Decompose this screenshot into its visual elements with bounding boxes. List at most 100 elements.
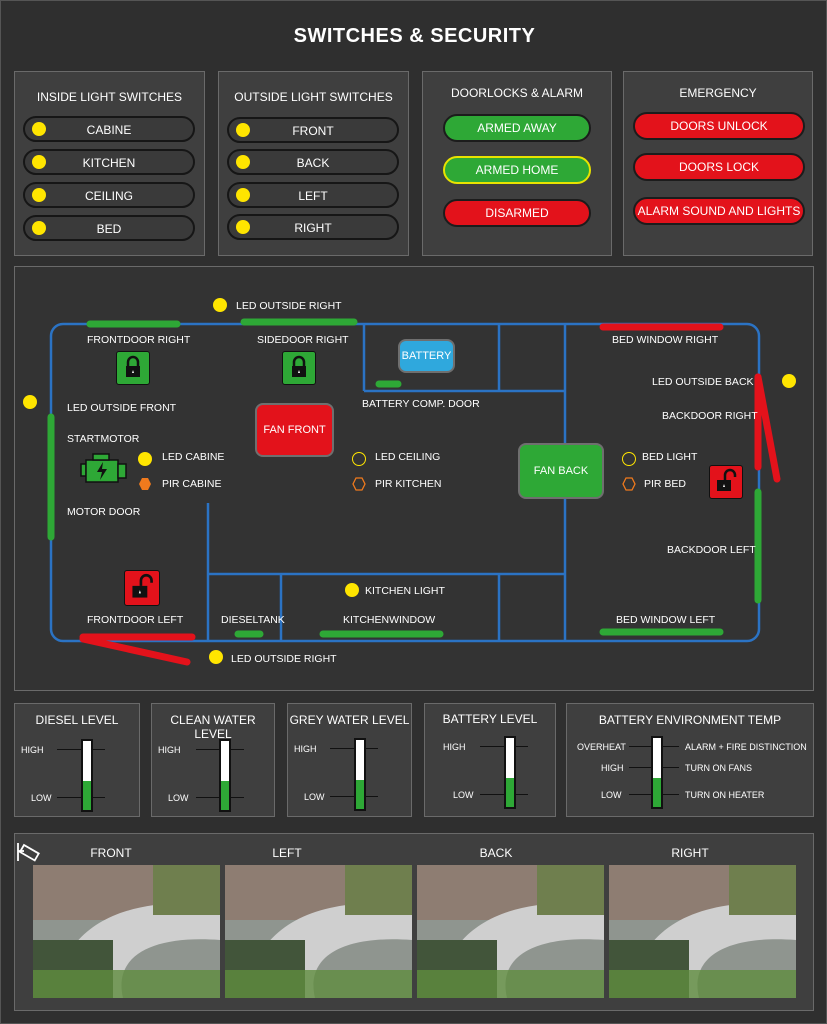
pir-cabine-label: PIR CABINE (162, 478, 222, 490)
alarm-sound-lights-button[interactable]: ALARM SOUND AND LIGHTS (633, 197, 805, 225)
pir-bed-icon (622, 477, 636, 491)
engine-icon[interactable] (79, 452, 129, 486)
doorlocks-title: DOORLOCKS & ALARM (450, 86, 584, 100)
low-label: LOW (168, 793, 189, 803)
doors-unlock-button[interactable]: DOORS UNLOCK (633, 112, 805, 140)
page-title: SWITCHES & SECURITY (293, 25, 536, 47)
frontdoor-right-lock-icon[interactable] (116, 351, 150, 385)
switch-label: LEFT (298, 189, 328, 203)
disarmed-button[interactable]: DISARMED (443, 199, 591, 227)
grey-water-level-title: GREY WATER LEVEL (289, 713, 410, 727)
floor-plan-walls (47, 318, 781, 666)
camera-back-feed[interactable] (417, 865, 604, 998)
switch-back[interactable]: BACK (227, 149, 399, 175)
switch-label: RIGHT (294, 221, 332, 235)
diesel-level-panel: DIESEL LEVEL HIGH LOW (14, 703, 140, 817)
high-label: HIGH (294, 744, 317, 754)
frontdoor-left-label: FRONTDOOR LEFT (87, 614, 184, 626)
light-on-indicator (236, 220, 250, 234)
light-on-indicator (236, 123, 250, 137)
led-outside-right-top-label: LED OUTSIDE RIGHT (236, 300, 342, 312)
battery-level-gauge (504, 736, 516, 809)
led-outside-front-indicator (23, 395, 37, 409)
inside-light-panel: INSIDE LIGHT SWITCHES CABINE KITCHEN CEI… (14, 71, 205, 256)
kitchen-light-label: KITCHEN LIGHT (365, 585, 445, 597)
doorlocks-panel: DOORLOCKS & ALARM ARMED AWAY ARMED HOME … (422, 71, 612, 256)
led-ceiling-indicator (352, 452, 366, 466)
grey-water-level-panel: GREY WATER LEVEL HIGH LOW (287, 703, 412, 817)
camera-left-feed[interactable] (225, 865, 412, 998)
turn-on-fans-label: TURN ON FANS (685, 763, 753, 773)
camera-back-label: BACK (479, 846, 513, 860)
switch-left[interactable]: LEFT (227, 182, 399, 208)
light-on-indicator (32, 221, 46, 235)
frontdoor-left-lock-icon[interactable] (124, 570, 160, 606)
led-ceiling-label: LED CEILING (375, 451, 441, 463)
bed-light-indicator (622, 452, 636, 466)
battery-level-title: BATTERY LEVEL (442, 712, 538, 726)
led-cabine-indicator (138, 452, 152, 466)
alarm-fire-label: ALARM + FIRE DISTINCTION (685, 742, 807, 752)
battery-comp-door-label: BATTERY COMP. DOOR (362, 398, 480, 410)
armed-away-button[interactable]: ARMED AWAY (443, 114, 591, 142)
sidedoor-right-lock-icon[interactable] (282, 351, 316, 385)
high-label: HIGH (443, 742, 466, 752)
camera-front-feed[interactable] (33, 865, 220, 998)
dieseltank-label: DIESELTANK (221, 614, 285, 626)
low-label: LOW (304, 792, 325, 802)
battery-level-panel: BATTERY LEVEL HIGH LOW (424, 703, 556, 817)
led-outside-right-top-indicator (213, 298, 227, 312)
switch-bed[interactable]: BED (23, 215, 195, 241)
fan-back-button[interactable]: FAN BACK (518, 443, 604, 499)
emergency-panel: EMERGENCY DOORS UNLOCK DOORS LOCK ALARM … (623, 71, 813, 256)
led-outside-right-bottom-indicator (209, 650, 223, 664)
led-outside-back-label: LED OUTSIDE BACK (652, 376, 754, 388)
switch-kitchen[interactable]: KITCHEN (23, 149, 195, 175)
armed-home-button[interactable]: ARMED HOME (443, 156, 591, 184)
level-fill (83, 781, 91, 810)
camera-front-label: FRONT (90, 846, 132, 860)
clean-water-level-gauge (219, 739, 231, 812)
outside-light-panel: OUTSIDE LIGHT SWITCHES FRONT BACK LEFT R… (218, 71, 409, 256)
clean-water-level-title: CLEAN WATER LEVEL (170, 713, 256, 741)
light-on-indicator (236, 155, 250, 169)
level-fill (653, 778, 661, 807)
light-on-indicator (32, 188, 46, 202)
switch-right[interactable]: RIGHT (227, 214, 399, 240)
battery-temp-gauge (651, 736, 663, 809)
fan-front-button[interactable]: FAN FRONT (255, 403, 334, 457)
switch-label: CEILING (84, 189, 133, 203)
startmotor-label: STARTMOTOR (67, 433, 140, 445)
camera-right-feed[interactable] (609, 865, 796, 998)
low-label: LOW (31, 793, 52, 803)
switch-front[interactable]: FRONT (227, 117, 399, 143)
switch-label: BED (96, 222, 122, 236)
emergency-title: EMERGENCY (679, 86, 757, 100)
light-on-indicator (32, 122, 46, 136)
bed-window-left-label: BED WINDOW LEFT (616, 614, 716, 626)
high-label: HIGH (158, 745, 181, 755)
led-cabine-label: LED CABINE (162, 451, 225, 463)
high-label: HIGH (601, 763, 624, 773)
switch-cabine[interactable]: CABINE (23, 116, 195, 142)
led-outside-right-bottom-label: LED OUTSIDE RIGHT (231, 653, 337, 665)
frontdoor-right-label: FRONTDOOR RIGHT (87, 334, 191, 346)
overheat-label: OVERHEAT (577, 742, 626, 752)
cctv-camera-icon (15, 839, 45, 865)
light-on-indicator (32, 155, 46, 169)
backdoor-left-label: BACKDOOR LEFT (667, 544, 756, 556)
switch-ceiling[interactable]: CEILING (23, 182, 195, 208)
light-on-indicator (236, 188, 250, 202)
kitchen-light-indicator (345, 583, 359, 597)
bed-window-right-label: BED WINDOW RIGHT (612, 334, 719, 346)
floor-plan-panel: LED OUTSIDE RIGHT FRONTDOOR RIGHT SIDEDO… (14, 266, 814, 691)
kitchenwindow-label: KITCHENWINDOW (343, 614, 436, 626)
camera-right-label: RIGHT (671, 846, 709, 860)
switch-label: KITCHEN (82, 156, 136, 170)
backdoor-right-lock-icon[interactable] (709, 465, 743, 499)
backdoor-right-label: BACKDOOR RIGHT (662, 410, 758, 422)
doors-lock-button[interactable]: DOORS LOCK (633, 153, 805, 181)
high-label: HIGH (21, 745, 44, 755)
switch-label: FRONT (292, 124, 334, 138)
battery-button[interactable]: BATTERY (398, 339, 455, 373)
